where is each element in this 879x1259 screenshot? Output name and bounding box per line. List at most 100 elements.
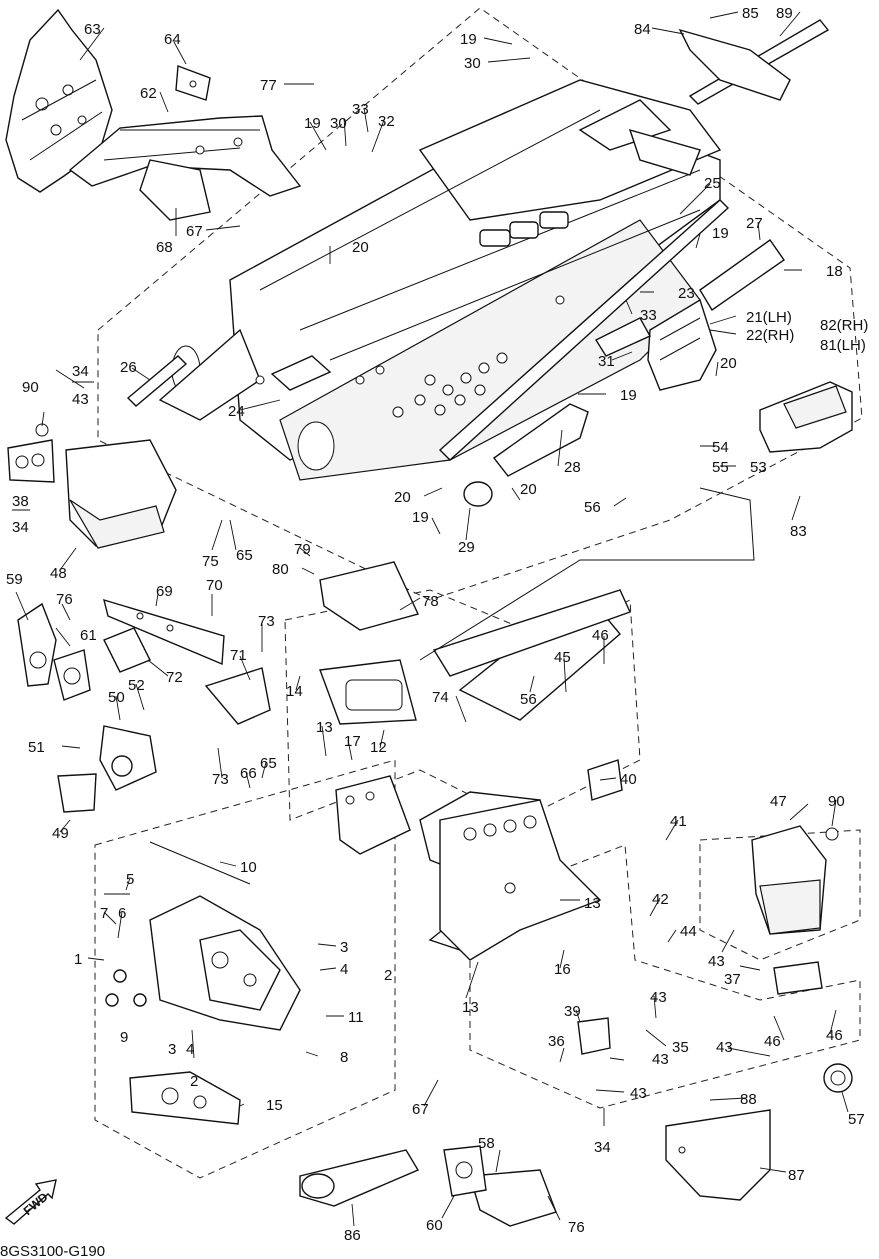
callout-82-rh: 82(RH)	[820, 317, 868, 334]
callout-38: 38	[12, 493, 29, 510]
part-87-plate	[665, 1109, 771, 1201]
callout-3: 3	[168, 1041, 176, 1058]
callout-51: 51	[28, 739, 45, 756]
callout-63: 63	[84, 21, 101, 38]
callout-53: 53	[750, 459, 767, 476]
part-26-plate	[126, 355, 188, 407]
part-27-bracket	[699, 239, 785, 312]
callout-65: 65	[260, 755, 277, 772]
fwd-arrow-icon: FWD	[4, 1179, 57, 1225]
rear-brace-bar	[432, 589, 631, 721]
part-25-rail	[438, 199, 730, 461]
callout-15: 15	[266, 1097, 283, 1114]
callout-89: 89	[776, 5, 793, 22]
callout-43: 43	[72, 391, 89, 408]
callout-73: 73	[258, 613, 275, 630]
front-suspension-outline	[94, 759, 396, 1179]
part-39-plate	[577, 1017, 611, 1055]
callout-33: 33	[352, 101, 369, 118]
callout-72: 72	[166, 669, 183, 686]
callout-76: 76	[56, 591, 73, 608]
callout-28: 28	[564, 459, 581, 476]
callout-58: 58	[478, 1135, 495, 1152]
callout-45: 45	[554, 649, 571, 666]
callout-19: 19	[460, 31, 477, 48]
part-64-plate	[175, 65, 211, 101]
callout-30: 30	[330, 115, 347, 132]
callout-42: 42	[652, 891, 669, 908]
callout-27: 27	[746, 215, 763, 232]
callout-4: 4	[186, 1041, 194, 1058]
callout-71: 71	[230, 647, 247, 664]
callout-34: 34	[12, 519, 29, 536]
callout-73: 73	[212, 771, 229, 788]
callout-35: 35	[672, 1039, 689, 1056]
callout-11: 11	[348, 1009, 364, 1026]
callout-78: 78	[422, 593, 439, 610]
callout-85: 85	[742, 5, 759, 22]
part-59-bracket	[17, 602, 57, 687]
callout-47: 47	[770, 793, 787, 810]
callout-43: 43	[652, 1051, 669, 1068]
callout-43: 43	[716, 1039, 733, 1056]
callout-46: 46	[826, 1027, 843, 1044]
part-78-plate	[319, 561, 419, 631]
callout-36: 36	[548, 1033, 565, 1050]
callout-12: 12	[370, 739, 387, 756]
callout-2: 2	[190, 1073, 198, 1090]
callout-39: 39	[564, 1003, 581, 1020]
callout-17: 17	[344, 733, 361, 750]
callout-68: 68	[156, 239, 173, 256]
callout-9: 9	[120, 1029, 128, 1046]
callout-61: 61	[80, 627, 97, 644]
callout-64: 64	[164, 31, 181, 48]
callout-30: 30	[464, 55, 481, 72]
part-71-bracket	[204, 667, 271, 725]
callout-7: 7	[100, 905, 108, 922]
callout-57: 57	[848, 1111, 865, 1128]
callout-4: 4	[340, 961, 348, 978]
callout-34: 34	[72, 363, 89, 380]
callout-3: 3	[340, 939, 348, 956]
callout-10: 10	[240, 859, 257, 876]
callout-54: 54	[712, 439, 729, 456]
part-47-bracket	[751, 825, 839, 935]
part-28-plate	[492, 403, 589, 477]
part-86-hose	[299, 1149, 420, 1207]
main-tunnel-frame	[158, 79, 722, 481]
rear-bracket-outline	[469, 844, 861, 1109]
callout-34: 34	[594, 1139, 611, 1156]
callout-2: 2	[384, 967, 392, 984]
callout-18: 18	[826, 263, 843, 280]
callout-32: 32	[378, 113, 395, 130]
callout-52: 52	[128, 677, 145, 694]
callout-67: 67	[186, 223, 203, 240]
callout-76: 76	[568, 1219, 585, 1236]
callout-79: 79	[294, 541, 311, 558]
callout-43: 43	[630, 1085, 647, 1102]
callout-19: 19	[620, 387, 637, 404]
callout-59: 59	[6, 571, 23, 588]
callout-20: 20	[352, 239, 369, 256]
callout-16: 16	[554, 961, 571, 978]
callout-43: 43	[708, 953, 725, 970]
callout-87: 87	[788, 1167, 805, 1184]
callout-74: 74	[432, 689, 449, 706]
part-69-plate	[103, 598, 225, 666]
diagram-code: 8GS3100-G190	[0, 1243, 105, 1259]
callout-5: 5	[126, 871, 134, 888]
part-84-bracket	[678, 28, 791, 101]
callout-62: 62	[140, 85, 157, 102]
callout-90: 90	[828, 793, 845, 810]
callout-6: 6	[118, 905, 126, 922]
part-21-22-bracket	[647, 298, 717, 391]
part-48-box	[35, 423, 177, 549]
callout-44: 44	[680, 923, 697, 940]
callout-25: 25	[704, 175, 721, 192]
callout-21-lh: 21(LH)	[746, 309, 792, 326]
part-40-plate	[587, 759, 623, 801]
callout-81-lh: 81(LH)	[820, 337, 866, 354]
part-15-plate	[129, 1071, 241, 1125]
callout-20: 20	[520, 481, 537, 498]
